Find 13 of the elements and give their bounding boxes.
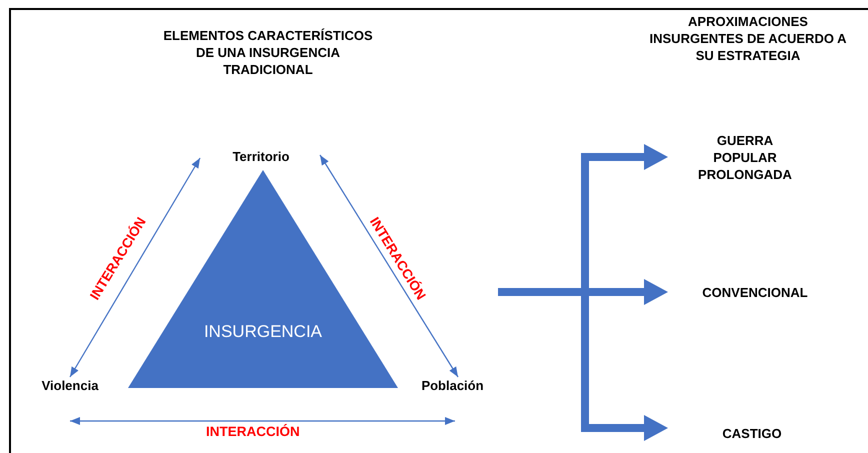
node-label: Violencia xyxy=(42,377,98,394)
interaction-arrow xyxy=(70,417,455,425)
node-label: Territorio xyxy=(232,148,290,165)
interaction-arrow xyxy=(69,158,201,378)
node-label: GUERRA POPULAR PROLONGADA xyxy=(697,132,793,183)
heading: ELEMENTOS CARACTERÍSTICOS DE UNA INSURGENCIA TRADICIONAL xyxy=(163,27,373,78)
heading: APROXIMACIONES INSURGENTES DE ACUERDO A SU ESTRATEGIA xyxy=(648,13,848,64)
node-label: CONVENCIONAL xyxy=(702,284,808,301)
node-label: CASTIGO xyxy=(722,425,782,442)
interaction-arrow xyxy=(320,154,459,378)
edge-label: INTERACCIÓN xyxy=(204,424,302,438)
triangle-label: INSURGENCIA xyxy=(202,322,324,342)
node-label: Población xyxy=(421,377,484,394)
